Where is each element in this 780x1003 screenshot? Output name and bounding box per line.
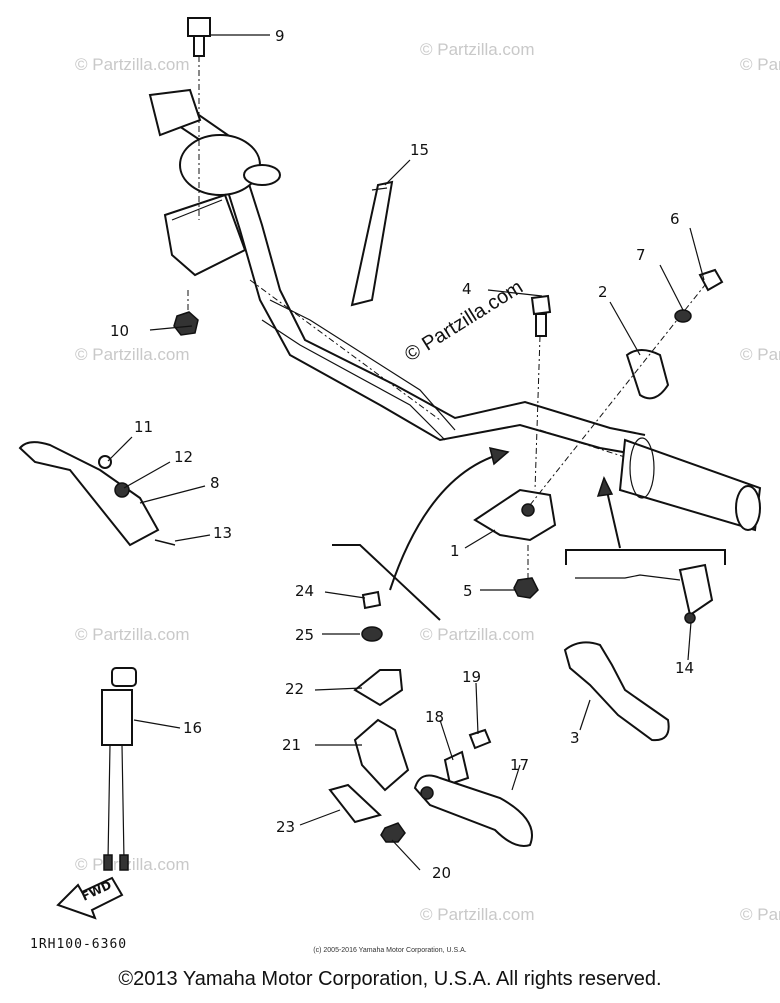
- bolt-4: [530, 294, 552, 316]
- callout-9: 9: [275, 27, 285, 45]
- nut-20: [380, 822, 406, 843]
- bracket-21: [353, 718, 410, 792]
- watermark: © Partzilla.com: [420, 905, 535, 924]
- callout-14: 14: [675, 659, 694, 677]
- left-lever-assembly: [18, 441, 176, 547]
- washer-25: [361, 626, 383, 642]
- copyright-notice: ©2013 Yamaha Motor Corporation, U.S.A. A…: [118, 968, 662, 990]
- washer-7: [674, 309, 692, 323]
- clip-23: [328, 783, 382, 824]
- inset-bracket: [332, 544, 441, 621]
- callout-18: 18: [425, 708, 444, 726]
- switch-body-16: [101, 689, 133, 746]
- callout-15: 15: [410, 141, 429, 159]
- diagram-code: 1RH100-6360: [30, 937, 127, 952]
- switch-16: [111, 667, 137, 687]
- callout-8: 8: [210, 474, 220, 492]
- handlebar: [148, 88, 762, 532]
- bolt-19: [468, 728, 492, 750]
- callout-11: 11: [134, 418, 153, 436]
- fwd-arrow-icon: [56, 876, 124, 920]
- nut-10: [173, 311, 199, 336]
- band-15: [350, 180, 394, 307]
- brake-lever-3: [563, 641, 670, 742]
- small-copyright: (c) 2005-2016 Yamaha Motor Corporation, …: [313, 947, 467, 954]
- callout-19: 19: [462, 668, 481, 686]
- bolt-6: [698, 268, 724, 292]
- clutch-lever: [18, 441, 160, 547]
- watermark: © Partzilla.com: [420, 625, 535, 644]
- watermark: © Partzilla.com: [75, 345, 190, 364]
- nut-5: [513, 577, 539, 599]
- collar-18: [443, 750, 470, 786]
- callout-23: 23: [276, 818, 295, 836]
- callout-20: 20: [432, 864, 451, 882]
- callout-12: 12: [174, 448, 193, 466]
- callout-13: 13: [213, 524, 232, 542]
- grip-end: [735, 485, 761, 531]
- watermark: © Partzilla.com: [75, 855, 190, 874]
- callout-numbers: 9 10 15 4 2 6 7 8 11 12 13 1 5 14 3 16 1…: [110, 27, 694, 882]
- callout-3: 3: [570, 729, 580, 747]
- watermark: © Partzilla.com: [740, 905, 780, 924]
- callout-16: 16: [183, 719, 202, 737]
- switch-14: [678, 563, 714, 617]
- callout-5: 5: [463, 582, 473, 600]
- callout-17: 17: [510, 756, 529, 774]
- callout-6: 6: [670, 210, 680, 228]
- watermark: © Partzilla.com: [75, 55, 190, 74]
- throttle-housing: [179, 134, 261, 196]
- bracket-22: [353, 669, 404, 707]
- holder-2: [625, 349, 670, 400]
- watermark: © Partzilla.com: [75, 625, 190, 644]
- callout-7: 7: [636, 246, 646, 264]
- callout-1: 1: [450, 542, 460, 560]
- brake-lever-17: [413, 774, 533, 847]
- watermark: © Partzilla.com: [740, 55, 780, 74]
- callout-4: 4: [462, 280, 472, 298]
- callout-25: 25: [295, 626, 314, 644]
- bolt-11: [98, 455, 112, 469]
- bolt-9: [187, 17, 211, 37]
- bolt-24: [361, 590, 382, 610]
- callout-10: 10: [110, 322, 129, 340]
- callout-21: 21: [282, 736, 301, 754]
- left-grip: [148, 88, 202, 137]
- watermark: © Partzilla.com: [740, 345, 780, 364]
- callout-24: 24: [295, 582, 314, 600]
- spring-13: [154, 539, 176, 546]
- nut-12: [114, 482, 130, 498]
- right-grip: [618, 438, 762, 532]
- bracket-1: [473, 488, 557, 542]
- callout-2: 2: [598, 283, 608, 301]
- callout-22: 22: [285, 680, 304, 698]
- watermark: © Partzilla.com: [420, 40, 535, 59]
- leader-lines: [107, 34, 705, 871]
- arrow-left: [389, 451, 509, 591]
